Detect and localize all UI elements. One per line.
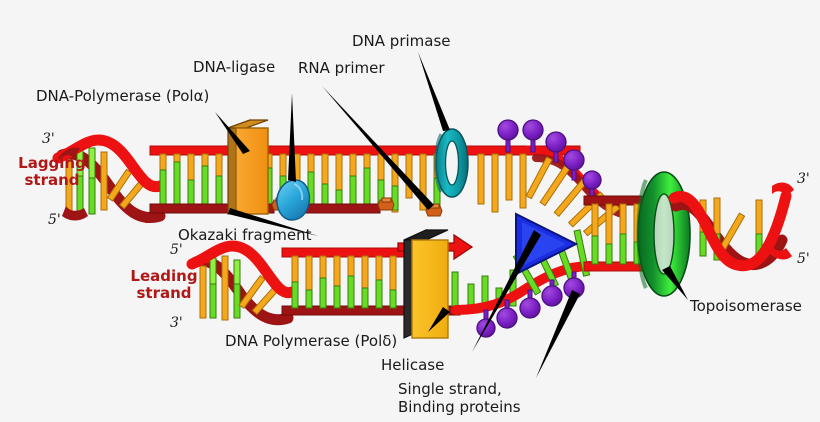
label-dna-ligase: DNA-ligase — [193, 58, 276, 76]
leading-strand-left-helix — [186, 240, 298, 326]
label-ssb-line2: Binding proteins — [398, 398, 521, 416]
label-leading-strand-line2: strand — [136, 284, 192, 302]
dna-primase-icon — [434, 128, 469, 198]
label-topoisomerase: Topoisomerase — [690, 297, 802, 315]
label-parent-right-bottom: 5' — [797, 251, 810, 267]
leader-line-pol-delta — [428, 307, 450, 332]
parent-helix-right — [668, 182, 794, 272]
label-rna-primer: RNA primer — [298, 59, 385, 77]
ssb-protein — [519, 289, 541, 319]
ssb-protein — [541, 279, 563, 307]
ssb-protein — [497, 119, 519, 153]
leading-strand-assembly — [186, 229, 595, 339]
ssb-protein — [563, 271, 585, 299]
label-leading-left-top: 5' — [170, 242, 183, 258]
leader-line-pol-alpha — [215, 112, 250, 154]
label-leading-left-bottom: 3' — [170, 315, 183, 331]
label-lagging-left-bottom: 5' — [48, 212, 61, 228]
leader-line-helicase — [472, 230, 541, 352]
leader-line-okazaki — [228, 208, 318, 236]
label-lagging-strand-line2: strand — [24, 171, 80, 189]
lagging-strand-duplex — [149, 119, 581, 221]
label-dna-polymerase-alpha: DNA-Polymerase (Polα) — [36, 87, 210, 105]
ssb-protein — [522, 119, 544, 153]
label-helicase: Helicase — [381, 356, 445, 374]
label-dna-primase: DNA primase — [352, 32, 451, 50]
ssb-proteins-lower — [476, 271, 585, 338]
dna-ligase-icon — [276, 179, 311, 221]
label-lagging-strand-line1: Lagging — [18, 154, 86, 172]
label-leading-strand-line1: Leading — [130, 267, 198, 285]
leader-line-ssb — [536, 290, 580, 378]
rna-primer-2 — [377, 197, 395, 211]
label-dna-polymerase-delta: DNA Polymerase (Polδ) — [225, 332, 398, 350]
topoisomerase-icon — [636, 171, 691, 297]
ssb-protein — [582, 170, 602, 201]
leader-line-ligase — [288, 93, 296, 182]
ssb-protein — [496, 299, 518, 329]
ssb-protein — [545, 131, 567, 163]
parent-duplex-assembly — [583, 171, 794, 297]
label-ssb-line1: Single strand, — [398, 380, 502, 398]
dna-polymerase-delta-icon — [397, 229, 474, 339]
leader-line-rna-primer — [322, 86, 434, 210]
leader-lines — [215, 52, 688, 378]
lagging-strand-left-helix — [52, 134, 166, 223]
leader-line-topoisomerase — [662, 266, 688, 300]
label-okazaki-fragment: Okazaki fragment — [178, 226, 312, 244]
label-parent-right-top: 3' — [797, 171, 810, 187]
ssb-proteins-upper — [497, 119, 602, 201]
label-lagging-left-top: 3' — [42, 131, 55, 147]
rna-primer-3 — [425, 203, 443, 217]
leading-strand-duplex — [281, 229, 517, 339]
leader-line-primase — [418, 52, 450, 131]
ssb-protein — [563, 149, 585, 181]
